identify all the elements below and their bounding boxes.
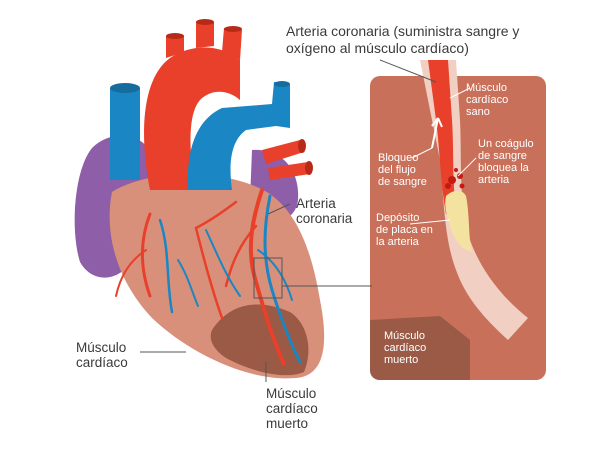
coronary-vessels: [115, 188, 302, 366]
dead-muscle-label: Músculo cardíaco muerto: [266, 386, 318, 431]
inset-panel: [370, 60, 546, 380]
coronary-artery-title: Arteria coronaria (suministra sangre y o…: [286, 23, 520, 56]
inset-blocked-flow-label: Bloqueo del flujo de sangre: [378, 152, 427, 188]
inset-plaque-label: Depósito de placa en la arteria: [376, 212, 433, 248]
inset-blood-clot: [445, 168, 465, 189]
inset-clot-label: Un coágulo de sangre bloquea la arteria: [478, 138, 534, 186]
inset-plaque: [445, 190, 472, 252]
inset-dead-muscle-label: Músculo cardíaco muerto: [384, 330, 427, 366]
vena-cava: [110, 88, 140, 180]
heart-muscle-label: Músculo cardíaco: [76, 340, 128, 370]
inset-flow-arrow: [431, 117, 443, 149]
magnify-region: [253, 257, 283, 299]
inset-dead-muscle: [370, 316, 470, 380]
aorta: [144, 47, 240, 190]
callout-lines: [140, 59, 437, 382]
inset-healthy-muscle-label: Músculo cardíaco sano: [466, 82, 509, 118]
pulmonary-artery: [187, 82, 290, 190]
coronary-artery-label: Arteria coronaria: [296, 196, 353, 226]
heart-illustration: [74, 19, 325, 379]
inset-artery-lumen: [428, 60, 456, 214]
